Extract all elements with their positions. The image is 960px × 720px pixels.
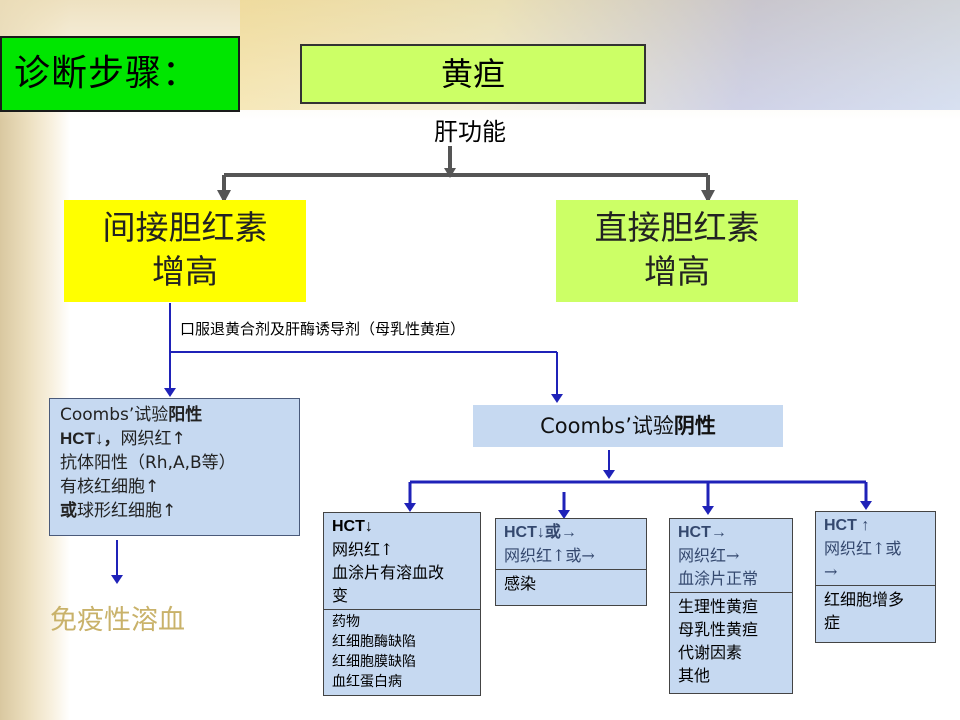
leaf-line: 血涂片正常 xyxy=(678,569,759,588)
root-connector xyxy=(222,146,710,200)
leaf-normal-causes: 生理性黄疸 母乳性黄疸 代谢因素 其他 xyxy=(670,592,792,689)
leaf-line: 网织红↑或 xyxy=(824,539,902,558)
leaf-line: 代谢因素 xyxy=(678,643,743,662)
leaf-line: 感染 xyxy=(504,574,537,593)
leaf-line: 血涂片有溶血改 xyxy=(332,563,445,582)
indirect-bilirubin-node: 间接胆红素 增高 xyxy=(64,200,306,302)
blue-tree-connectors xyxy=(408,480,868,512)
arrowhead-indirect xyxy=(217,190,231,203)
leaf-line: 药物 xyxy=(332,614,360,630)
leaf-polycythemia: HCT ↑ 网织红↑或 → 红细胞增多 症 xyxy=(815,511,936,643)
leaf-line: 母乳性黄疸 xyxy=(678,620,759,639)
page-title: 诊断步骤： xyxy=(0,36,240,112)
coombs-positive-line3: 抗体阳性（Rh,A,B等） xyxy=(60,453,236,473)
leaf-line: 其他 xyxy=(678,666,711,685)
coombs-positive-line5: 或球形红细胞↑ xyxy=(60,501,177,521)
leaf-line: 红细胞酶缺陷 xyxy=(332,634,416,650)
leaf-hemolysis-findings: HCT↓ 网织红↑ 血涂片有溶血改 变 xyxy=(324,513,480,609)
leaf-hemolysis: HCT↓ 网织红↑ 血涂片有溶血改 变 药物 红细胞酶缺陷 红细胞膜缺陷 血红蛋… xyxy=(323,512,481,696)
jaundice-node: 黄疸 xyxy=(300,44,646,104)
blue-arrowheads xyxy=(111,388,872,584)
leaf-normal-findings: HCT→ 网织红→ 血涂片正常 xyxy=(670,519,792,592)
leaf-line: HCT ↑ xyxy=(824,517,870,534)
indirect-line1: 间接胆红素 xyxy=(102,208,268,247)
leaf-line: 生理性黄疸 xyxy=(678,597,759,616)
leaf-normal: HCT→ 网织红→ 血涂片正常 生理性黄疸 母乳性黄疸 代谢因素 其他 xyxy=(669,518,793,694)
treatment-route-label: 口服退黄合剂及肝酶诱导剂（母乳性黄疸） xyxy=(180,320,466,338)
leaf-line: 网织红→ xyxy=(678,546,740,565)
leaf-infection-causes: 感染 xyxy=(496,569,646,597)
immune-hemolysis-label: 免疫性溶血 xyxy=(50,605,185,636)
leaf-line: 变 xyxy=(332,586,349,605)
background-left-strip xyxy=(0,0,70,720)
leaf-line: 血红蛋白病 xyxy=(332,674,402,690)
leaf-line: HCT↓或→ xyxy=(504,524,577,541)
leaf-line: 网织红↑ xyxy=(332,540,394,559)
coombs-positive-line2: HCT↓，网织红↑ xyxy=(60,429,186,449)
arrowhead-root xyxy=(444,168,456,178)
liver-function-label: 肝功能 xyxy=(434,118,506,146)
coombs-positive-node: Coombs’试验阳性 HCT↓，网织红↑ 抗体阳性（Rh,A,B等） 有核红细… xyxy=(49,398,300,536)
leaf-line: 网织红↑或→ xyxy=(504,546,595,565)
indirect-line2: 增高 xyxy=(152,252,218,291)
leaf-line: 症 xyxy=(824,613,841,632)
leaf-hemolysis-causes: 药物 红细胞酶缺陷 红细胞膜缺陷 血红蛋白病 xyxy=(324,609,480,694)
coombs-positive-line1: Coombs’试验阳性 xyxy=(60,405,203,425)
leaf-line: HCT→ xyxy=(678,524,727,541)
leaf-infection: HCT↓或→ 网织红↑或→ 感染 xyxy=(495,518,647,606)
coombs-negative-node: Coombs’试验阴性 xyxy=(473,405,783,447)
blue-connectors xyxy=(116,303,610,577)
leaf-infection-findings: HCT↓或→ 网织红↑或→ xyxy=(496,519,646,569)
leaf-line: → xyxy=(824,562,838,581)
direct-line2: 增高 xyxy=(644,252,710,291)
leaf-line: 红细胞膜缺陷 xyxy=(332,654,416,670)
leaf-polycythemia-findings: HCT ↑ 网织红↑或 → xyxy=(816,512,935,585)
coombs-positive-line4: 有核红细胞↑ xyxy=(60,477,160,497)
leaf-polycythemia-causes: 红细胞增多 症 xyxy=(816,585,935,636)
leaf-line: HCT↓ xyxy=(332,518,373,535)
leaf-line: 红细胞增多 xyxy=(824,590,905,609)
direct-line1: 直接胆红素 xyxy=(594,208,760,247)
arrowhead-direct xyxy=(701,190,715,203)
direct-bilirubin-node: 直接胆红素 增高 xyxy=(556,200,798,302)
